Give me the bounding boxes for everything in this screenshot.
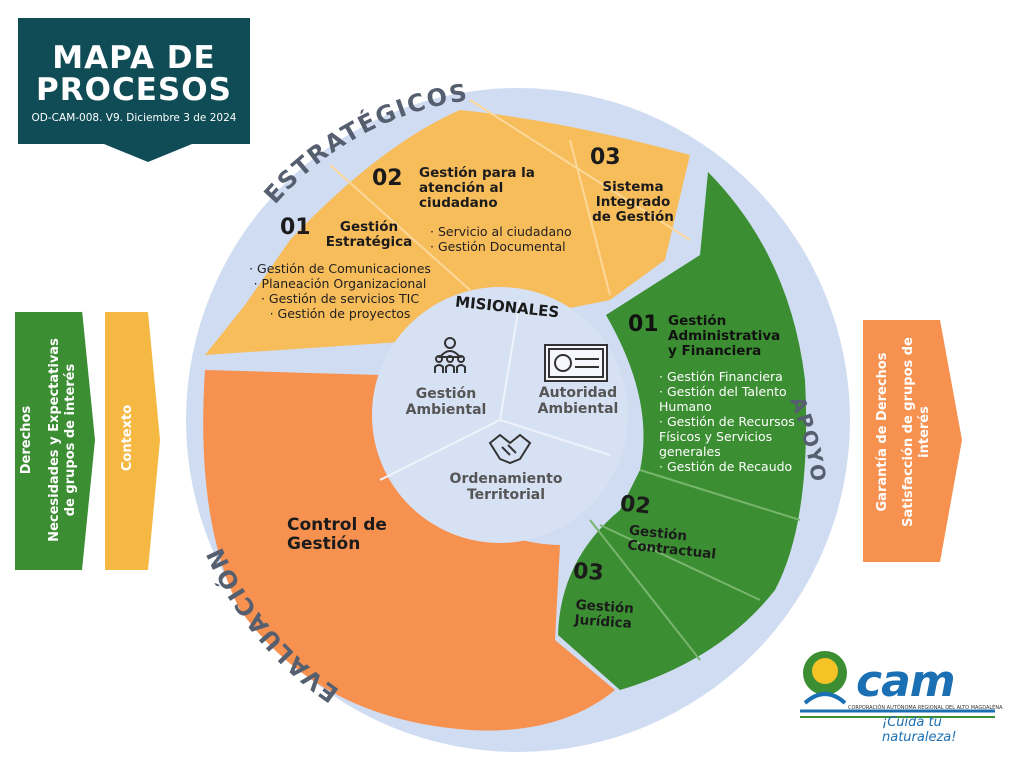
evaluation-wedge: [203, 370, 615, 731]
support-wedge: [558, 172, 807, 690]
strategic-process-01-items: · Gestión de Comunicaciones · Planeación…: [249, 261, 431, 321]
logo-emblem: [800, 651, 995, 718]
logo-slogan: ¡Cuida tu naturaleza!: [882, 715, 957, 745]
strategic-wedge: [205, 110, 690, 355]
support-process-01-items: · Gestión Financiera · Gestión del Talen…: [659, 369, 795, 474]
input-context-text: Contexto: [120, 404, 135, 472]
input-arrow-green: [15, 310, 95, 570]
logo-subtitle: CORPORACIÓN AUTÓNOMA REGIONAL DEL ALTO M…: [848, 705, 1003, 711]
output-text: Garantía de Derechos Satisfacción de gru…: [875, 337, 932, 527]
logo-wordmark: cam: [856, 656, 956, 707]
output-arrow-orange: [863, 320, 962, 562]
handshake-icon: [488, 433, 532, 465]
cam-logo: cam CORPORACIÓN AUTÓNOMA REGIONAL DEL AL…: [800, 645, 1003, 745]
strategic-process-03: 03: [590, 145, 621, 170]
certificate-icon: [544, 344, 608, 382]
input-needs-text: Derechos Necesidades y Expectativas de g…: [19, 338, 78, 542]
people-icon: [434, 337, 466, 373]
strategic-process-02-items: · Servicio al ciudadano · Gestión Docume…: [430, 224, 572, 254]
document-code: OD-CAM-008. V9. Diciembre 3 de 2024: [31, 112, 237, 124]
input-arrow-yellow: [105, 312, 160, 570]
